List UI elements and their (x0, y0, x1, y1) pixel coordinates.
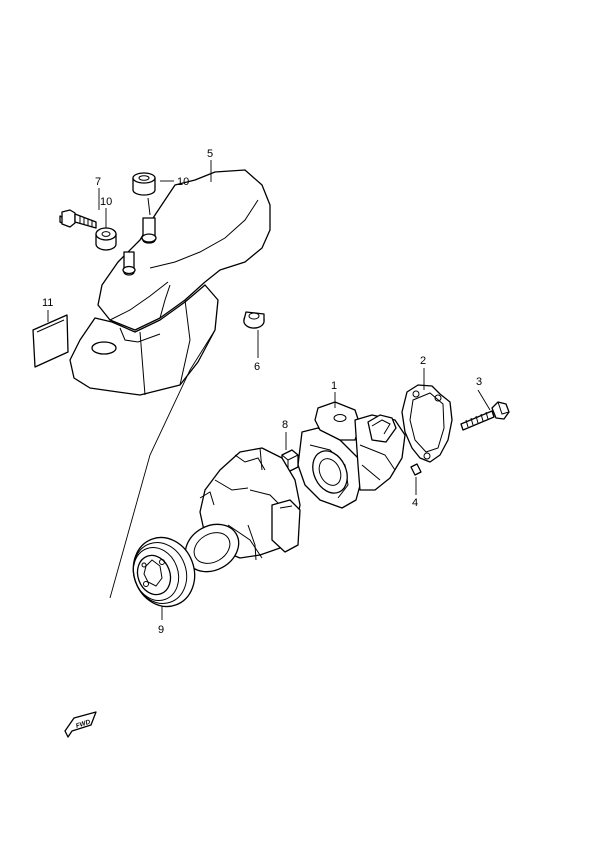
pump-housing (184, 447, 301, 573)
part-7-bolt[interactable] (59, 209, 97, 229)
part-11-label-plate[interactable] (32, 314, 69, 368)
fwd-badge: FWD (64, 711, 97, 738)
callout-5: 5 (207, 148, 213, 160)
callout-7: 7 (95, 176, 101, 188)
callout-11: 11 (42, 297, 53, 309)
callout-2: 2 (420, 355, 426, 367)
part-9-pulley[interactable] (124, 529, 204, 615)
callout-1: 1 (331, 380, 337, 392)
part-1-pump-case[interactable] (297, 401, 406, 509)
part-6-plug[interactable] (243, 311, 265, 329)
callout-6: 6 (254, 361, 260, 373)
part-2-gasket[interactable] (401, 384, 453, 463)
part-3-bolt[interactable] (460, 401, 510, 431)
assembly-boundary-line (109, 329, 216, 599)
callout-4: 4 (412, 497, 418, 509)
part-10-grommet-top[interactable] (132, 172, 156, 196)
part-10-grommet-left[interactable] (95, 227, 117, 251)
forward-arrow-icon (64, 711, 97, 738)
fwd-label: FWD (75, 719, 92, 730)
callout-3: 3 (476, 376, 482, 388)
callout-8: 8 (282, 419, 288, 431)
part-4-dowel-pin[interactable] (410, 463, 422, 476)
part-5-water-jacket[interactable] (69, 169, 271, 396)
leader-lines (47, 160, 491, 620)
callout-10-top: 10 (177, 176, 189, 188)
callout-10-left: 10 (100, 196, 112, 208)
callouts: 5 10 7 10 11 6 1 2 3 8 4 9 (42, 148, 482, 636)
callout-9: 9 (158, 624, 164, 636)
